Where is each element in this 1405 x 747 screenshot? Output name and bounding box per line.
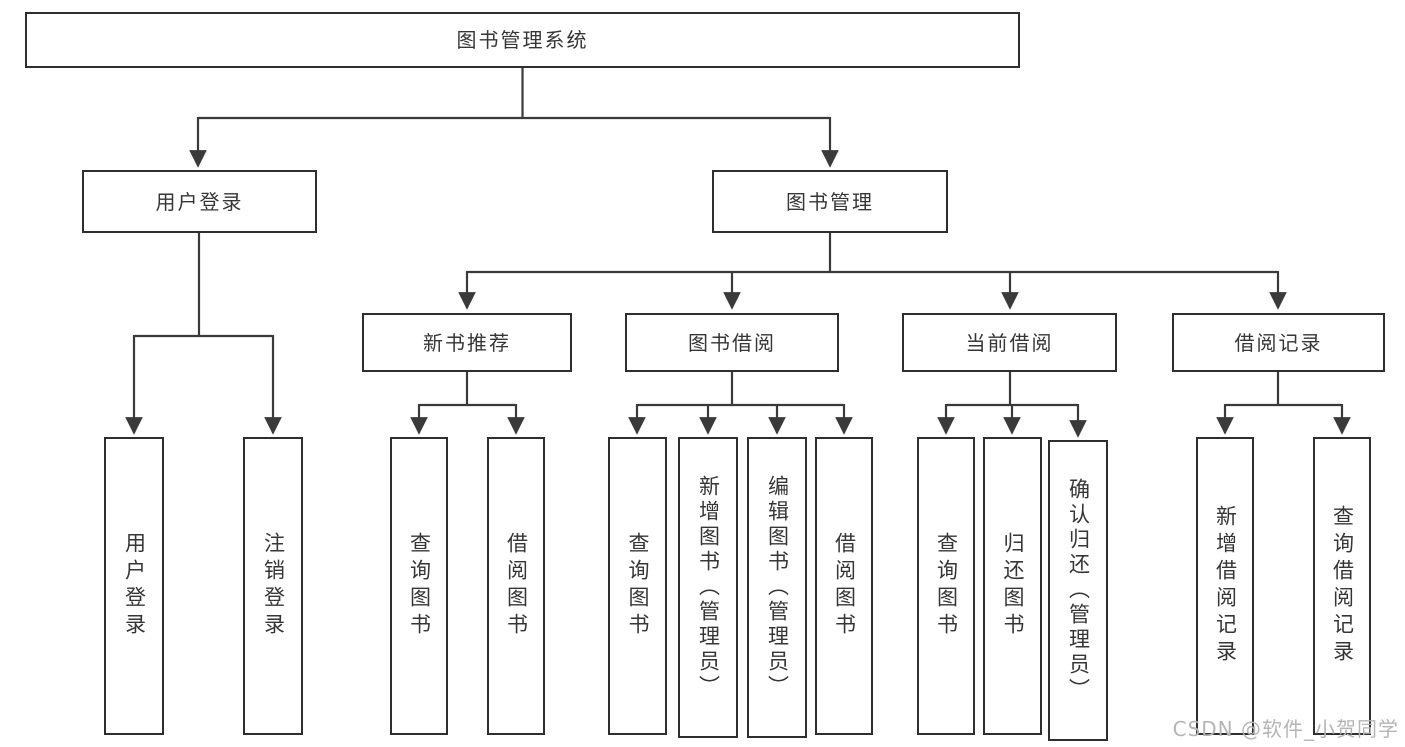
- leaf-borrow-books-recommend: 借阅图书: [487, 437, 545, 735]
- node-book-borrowing: 图书借阅: [625, 313, 839, 372]
- leaf-confirm-return-admin: 确认归还（管理员）: [1048, 440, 1108, 741]
- csdn-watermark: CSDN @软件_小贺同学: [1172, 717, 1399, 741]
- node-user-login: 用户登录: [82, 170, 317, 233]
- leaf-borrow-books-borrowing: 借阅图书: [815, 437, 873, 735]
- leaf-edit-books-admin: 编辑图书（管理员）: [747, 437, 807, 738]
- leaf-add-borrow-record: 新增借阅记录: [1196, 437, 1254, 735]
- leaf-user-login: 用户登录: [104, 437, 164, 735]
- node-book-management: 图书管理: [712, 170, 948, 233]
- leaf-return-books: 归还图书: [983, 437, 1042, 735]
- node-borrowing-records: 借阅记录: [1172, 313, 1385, 372]
- node-current-borrowing: 当前借阅: [902, 313, 1117, 372]
- leaf-logout: 注销登录: [243, 437, 303, 735]
- leaf-query-books-current: 查询图书: [917, 437, 975, 735]
- leaf-query-borrow-record: 查询借阅记录: [1313, 437, 1371, 735]
- node-root: 图书管理系统: [25, 12, 1020, 68]
- leaf-add-books-admin: 新增图书（管理员）: [678, 437, 738, 738]
- leaf-query-books-borrowing: 查询图书: [608, 437, 667, 735]
- leaf-query-books-recommend: 查询图书: [390, 437, 448, 735]
- node-new-book-recommend: 新书推荐: [362, 313, 572, 372]
